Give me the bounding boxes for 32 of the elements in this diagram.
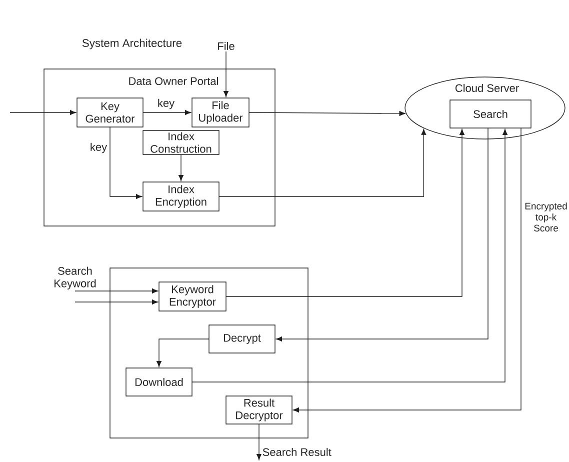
edge-label: key (156, 98, 176, 110)
arrow (74, 288, 158, 294)
arrow (10, 110, 76, 115)
process-box: Result Decryptor (226, 396, 292, 424)
process-box: Key Generator (76, 98, 144, 128)
arrow (218, 128, 426, 197)
title: System Architecture (82, 38, 182, 50)
arrow (192, 129, 508, 382)
input-label: Search Keyword (54, 266, 96, 290)
arrow (293, 128, 522, 412)
edge-label: Encrypted top-k Score (523, 202, 569, 232)
arrow (74, 300, 158, 304)
group-box (110, 268, 308, 438)
arrow (226, 129, 464, 297)
arrow (110, 126, 142, 199)
process-box: File Uploader (192, 98, 250, 128)
arrow (224, 51, 228, 97)
source-label: File (218, 42, 234, 50)
edge-label: key (88, 142, 108, 154)
process-box: Index Encryption (142, 182, 220, 212)
process-box: Index Construction (142, 130, 220, 155)
process-box: Download (126, 368, 192, 396)
process-box: Search (450, 100, 532, 128)
edge-label: Search Result (261, 446, 332, 458)
arrow (156, 338, 210, 367)
arrow (276, 128, 488, 342)
process-box: Keyword Encryptor (158, 282, 226, 312)
arrow (256, 424, 262, 460)
arrow (178, 154, 184, 181)
arrow (142, 110, 191, 115)
process-box: Decrypt (208, 324, 276, 354)
arrow (248, 110, 406, 116)
